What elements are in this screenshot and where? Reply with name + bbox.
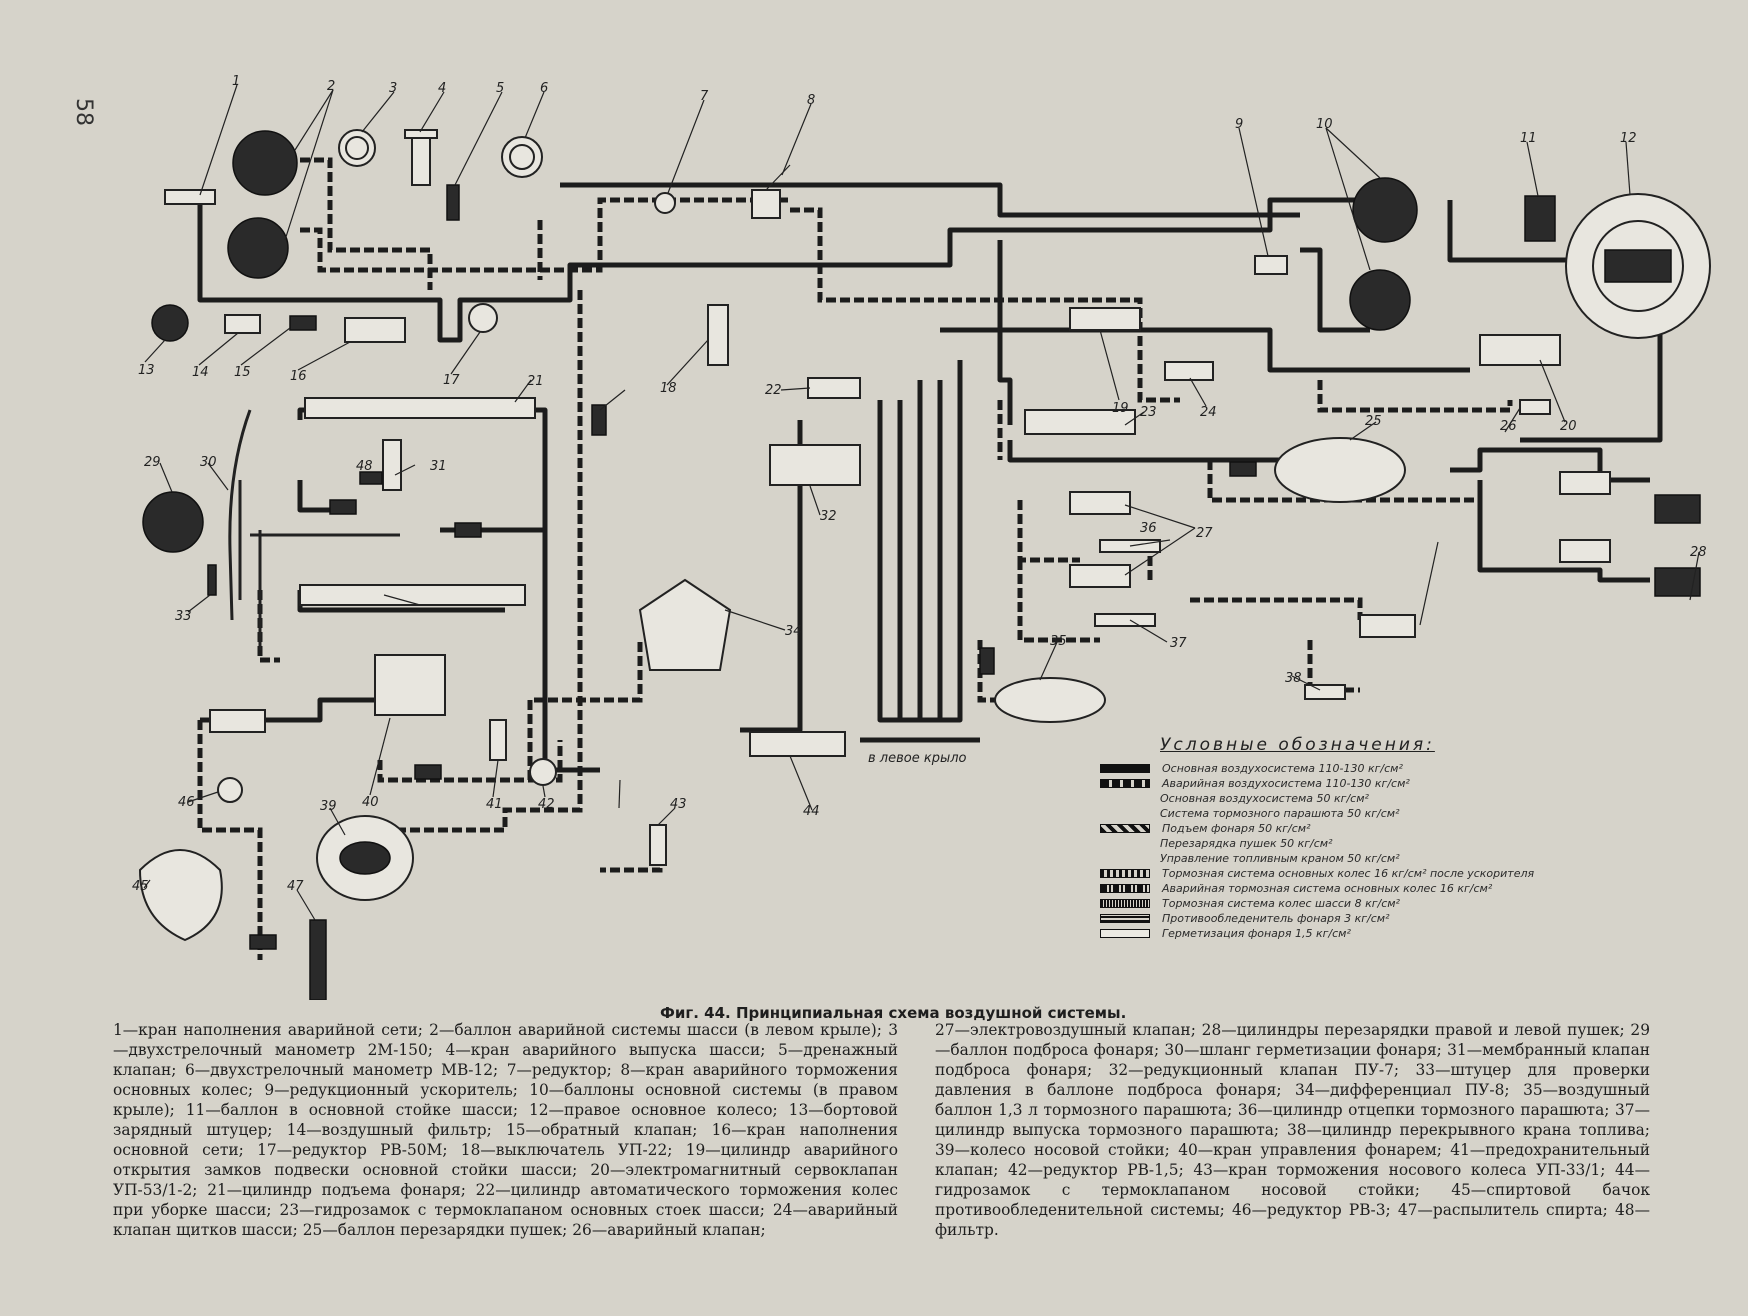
callout-2: 2 [327, 79, 335, 94]
legend-text: Аварийная воздухосистема 110-130 кг/см² [1162, 777, 1410, 790]
legend-row: Противообледенитель фонаря 3 кг/см² [1100, 911, 1660, 926]
callout-4: 4 [438, 81, 446, 96]
legend-text: Тормозная система основных колес 16 кг/с… [1162, 867, 1535, 880]
legend-row: Подъем фонаря 50 кг/см² [1100, 821, 1660, 836]
callout-labels: 1 2 3 4 5 6 7 8 9 10 11 12 13 14 15 16 1… [132, 74, 1707, 894]
callout-43: 43 [670, 797, 687, 812]
legend-title: Условные обозначения: [1160, 735, 1435, 755]
callout-13: 13 [138, 363, 155, 378]
callout-29: 29 [144, 455, 161, 470]
legend-text: Основная воздухосистема 110-130 кг/см² [1162, 762, 1403, 775]
callout-6: 6 [540, 81, 548, 96]
callout-26: 26 [1500, 419, 1517, 434]
legend-row: Аварийная воздухосистема 110-130 кг/см² [1100, 776, 1660, 791]
callout-39: 39 [320, 799, 337, 814]
callout-9: 9 [1235, 117, 1243, 132]
callout-12: 12 [1620, 131, 1637, 146]
legend-text: Герметизация фонаря 1,5 кг/см² [1162, 927, 1351, 940]
components [138, 129, 1711, 1000]
air-system-diagram: 1 2 3 4 5 6 7 8 9 10 11 12 13 14 15 16 1… [132, 74, 1711, 1000]
description-right-column: 27—электровоздушный клапан; 28—цилиндры … [935, 1020, 1650, 1240]
callout-21: 21 [527, 374, 544, 389]
callout-45: 45 [132, 879, 149, 894]
legend-swatch [1100, 764, 1150, 773]
legend-swatch [1100, 855, 1148, 862]
legend-row: Герметизация фонаря 1,5 кг/см² [1100, 926, 1660, 941]
callout-40: 40 [362, 795, 379, 810]
callout-23: 23 [1140, 405, 1157, 420]
pipework-thin [238, 480, 400, 650]
legend-row: Основная воздухосистема 50 кг/см² [1100, 791, 1660, 806]
legend-row: Основная воздухосистема 110-130 кг/см² [1100, 761, 1660, 776]
legend-text: Система тормозного парашюта 50 кг/см² [1160, 807, 1400, 820]
callout-35: 35 [1050, 634, 1067, 649]
legend-text: Подъем фонаря 50 кг/см² [1162, 822, 1311, 835]
callout-7: 7 [700, 89, 709, 104]
callout-36: 36 [1140, 521, 1157, 536]
legend-row: Управление топливным краном 50 кг/см² [1100, 851, 1660, 866]
callout-38: 38 [1285, 671, 1302, 686]
legend-text: Перезарядка пушек 50 кг/см² [1160, 837, 1333, 850]
legend-swatch [1100, 914, 1150, 923]
callout-28: 28 [1690, 545, 1707, 560]
legend-swatch [1100, 795, 1148, 802]
callout-31: 31 [430, 459, 447, 474]
callout-34: 34 [785, 624, 802, 639]
legend-text: Противообледенитель фонаря 3 кг/см² [1162, 912, 1390, 925]
legend-row: Тормозная система колес шасси 8 кг/см² [1100, 896, 1660, 911]
legend-row: Аварийная тормозная система основных кол… [1100, 881, 1660, 896]
callout-47: 47 [287, 879, 304, 894]
figure-caption: Фиг. 44. Принципиальная схема воздушной … [660, 1004, 1127, 1022]
callout-16: 16 [290, 369, 307, 384]
callout-10: 10 [1316, 117, 1333, 132]
legend-row: Система тормозного парашюта 50 кг/см² [1100, 806, 1660, 821]
callout-20: 20 [1560, 419, 1577, 434]
callout-42: 42 [538, 797, 555, 812]
legend-swatch [1100, 810, 1148, 817]
legend-swatch [1100, 840, 1148, 847]
callout-37: 37 [1170, 636, 1187, 651]
legend-swatch [1100, 899, 1150, 908]
legend-row: Тормозная система основных колес 16 кг/с… [1100, 866, 1660, 881]
callout-17: 17 [443, 373, 460, 388]
callout-46: 46 [178, 795, 195, 810]
legend-text: Управление топливным краном 50 кг/см² [1160, 852, 1400, 865]
legend-row: Перезарядка пушек 50 кг/см² [1100, 836, 1660, 851]
legend-text: Основная воздухосистема 50 кг/см² [1160, 792, 1369, 805]
leader-lines [143, 84, 1700, 921]
legend-swatch [1100, 869, 1150, 878]
legend-swatch [1100, 824, 1150, 833]
callout-15: 15 [234, 365, 251, 380]
legend-swatch [1100, 779, 1150, 788]
legend-text: Тормозная система колес шасси 8 кг/см² [1162, 897, 1400, 910]
callout-44: 44 [803, 804, 820, 819]
callout-3: 3 [389, 81, 397, 96]
callout-30: 30 [200, 455, 217, 470]
callout-48: 48 [356, 459, 373, 474]
callout-18: 18 [660, 381, 677, 396]
callout-22: 22 [765, 383, 782, 398]
callout-5: 5 [496, 81, 504, 96]
legend: Условные обозначения: Основная воздухоси… [1100, 735, 1660, 941]
description-left: 1—кран наполнения аварийной сети; 2—балл… [113, 1021, 898, 1239]
callout-8: 8 [807, 93, 815, 108]
description-left-column: 1—кран наполнения аварийной сети; 2—балл… [113, 1020, 898, 1240]
callout-14: 14 [192, 365, 209, 380]
callout-24: 24 [1200, 405, 1217, 420]
callout-27: 27 [1196, 526, 1213, 541]
callout-11: 11 [1520, 131, 1537, 146]
callout-25: 25 [1365, 414, 1382, 429]
callout-32: 32 [820, 509, 837, 524]
callout-1: 1 [232, 74, 240, 89]
legend-swatch [1100, 884, 1150, 893]
callout-19: 19 [1112, 401, 1129, 416]
legend-swatch [1100, 929, 1150, 938]
callout-41: 41 [486, 797, 503, 812]
legend-text: Аварийная тормозная система основных кол… [1162, 882, 1493, 895]
note-left-wing: в левое крыло [868, 751, 967, 766]
description-right: 27—электровоздушный клапан; 28—цилиндры … [935, 1021, 1650, 1239]
callout-33: 33 [175, 609, 192, 624]
